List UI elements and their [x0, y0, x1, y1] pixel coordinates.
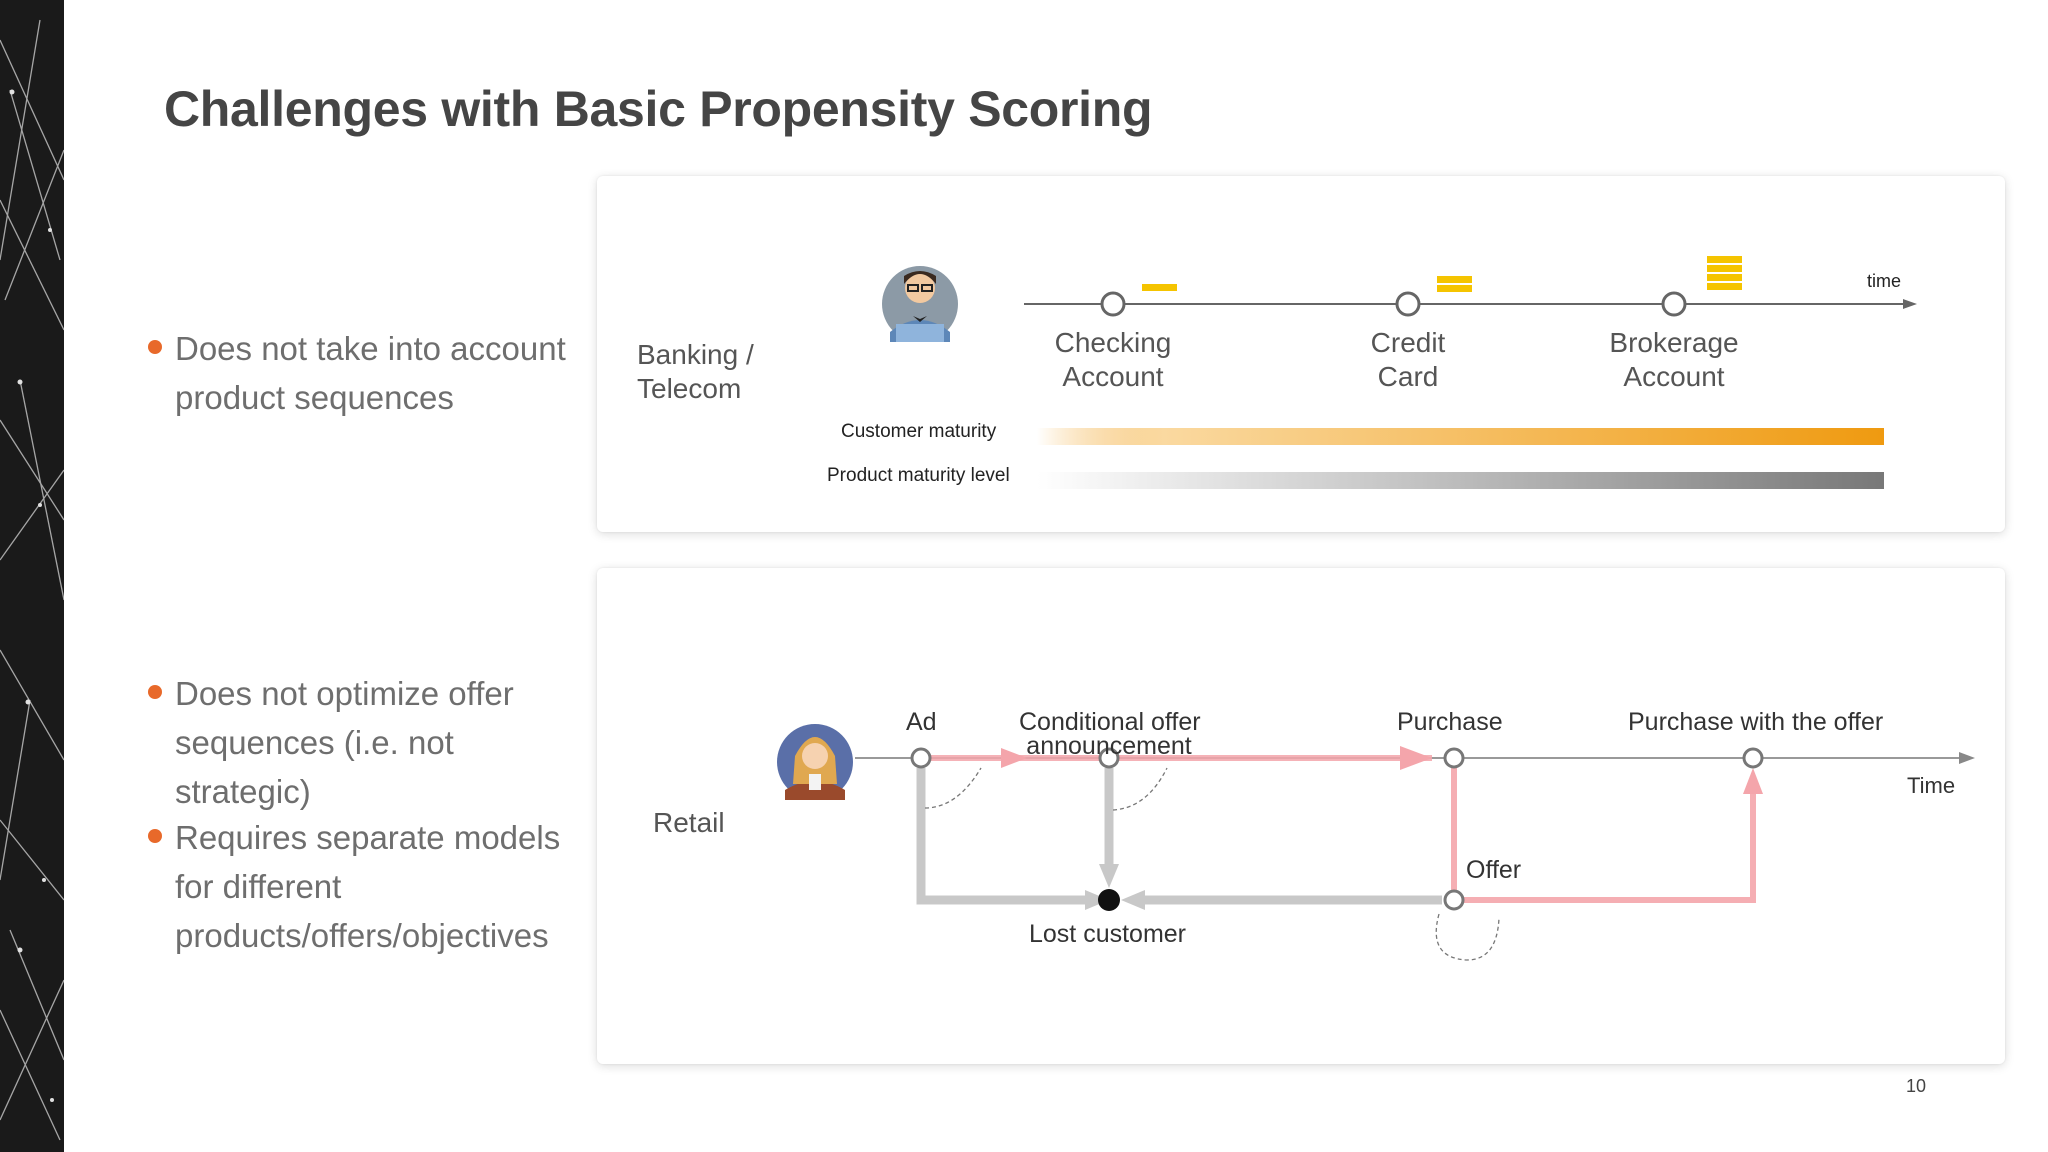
label-line: Telecom — [637, 373, 742, 404]
bullet-dot — [148, 340, 162, 354]
retail-card: Retail — [597, 568, 2005, 1064]
step-line: Account — [1062, 361, 1164, 392]
decorative-side-strip — [0, 0, 64, 1152]
bullet-line: Requires separate models — [175, 819, 561, 856]
step-line: Brokerage — [1609, 327, 1739, 358]
step-checking-account: Checking Account — [1055, 326, 1172, 394]
step-line: Card — [1377, 361, 1439, 392]
flow-node-lost-customer — [1098, 889, 1120, 911]
step-line: Account — [1623, 361, 1725, 392]
banking-telecom-card: Banking / Telecom — [597, 176, 2005, 532]
flow-node-conditional-offer — [1098, 747, 1120, 769]
timeline-node — [1661, 291, 1687, 317]
purchase-with-offer-label: Purchase with the offer — [1628, 708, 1884, 736]
label-line: Conditional offer — [1019, 708, 1201, 736]
offer-label: Offer — [1466, 856, 1522, 884]
bullet-line: Does not optimize offer — [175, 675, 514, 712]
bullet-line: product sequences — [175, 379, 454, 416]
time-axis-label: time — [1867, 271, 1902, 291]
banking-telecom-label: Banking / Telecom — [637, 338, 754, 406]
customer-maturity-label: Customer maturity — [841, 421, 997, 442]
flow-node-offer — [1443, 889, 1465, 911]
slide-title: Challenges with Basic Propensity Scoring — [164, 81, 1153, 137]
step-credit-card: Credit Card — [1371, 326, 1446, 394]
retail-label: Retail — [653, 807, 725, 838]
flow-node-purchase — [1443, 747, 1465, 769]
arrowhead-icon — [1743, 768, 1763, 794]
coin-stack-icon — [1437, 276, 1472, 292]
woman-avatar-icon — [777, 724, 853, 800]
timeline-node — [1100, 291, 1126, 317]
arrowhead-icon — [1400, 746, 1432, 770]
time-axis-label: Time — [1907, 773, 1956, 798]
flow-node-ad — [910, 747, 932, 769]
bullet-text: Does not take into account product seque… — [175, 324, 566, 422]
coin-stack-icon — [1707, 256, 1742, 290]
bullet-line: Does not take into account — [175, 330, 566, 367]
bullet-line: products/offers/objectives — [175, 917, 549, 954]
step-line: Checking — [1054, 327, 1172, 358]
arrowhead-icon — [1085, 890, 1109, 910]
arrowhead-icon — [1959, 752, 1975, 764]
product-maturity-bar — [1037, 472, 1884, 489]
flow-node-purchase-with-offer — [1742, 747, 1764, 769]
bullet-dot — [148, 829, 162, 843]
arrowhead-icon — [1121, 890, 1145, 910]
bullet-text: Requires separate models for different p… — [175, 813, 560, 960]
product-maturity-label: Product maturity level — [827, 465, 1010, 486]
purchase-label: Purchase — [1397, 708, 1503, 736]
network-lines-decoration — [0, 19, 64, 1141]
coin-stack-icon — [1142, 284, 1177, 291]
step-brokerage-account: Brokerage Account — [1609, 326, 1738, 394]
lost-customer-label: Lost customer — [1029, 920, 1187, 948]
timeline-node — [1395, 291, 1421, 317]
bullet-dot — [148, 685, 162, 699]
arrowhead-icon — [1099, 864, 1119, 888]
bullet-text: Does not optimize offer sequences (i.e. … — [175, 669, 588, 816]
page-number: 10 — [1906, 1076, 1927, 1096]
bullet-line: sequences (i.e. not strategic) — [175, 724, 454, 810]
label-line: announcement — [1026, 732, 1192, 760]
ad-label: Ad — [906, 708, 937, 736]
man-avatar-icon — [882, 266, 958, 342]
customer-maturity-bar — [1037, 428, 1884, 445]
banking-timeline-graphic — [882, 256, 1917, 489]
retail-flow-graphic — [777, 724, 1975, 961]
arrowhead-icon — [1903, 299, 1917, 309]
label-line: Banking / — [637, 339, 754, 370]
conditional-offer-label: Conditional offer announcement — [1019, 708, 1201, 760]
bullet-line: for different — [175, 868, 342, 905]
step-line: Credit — [1370, 327, 1446, 358]
arrowhead-icon — [1001, 748, 1027, 768]
